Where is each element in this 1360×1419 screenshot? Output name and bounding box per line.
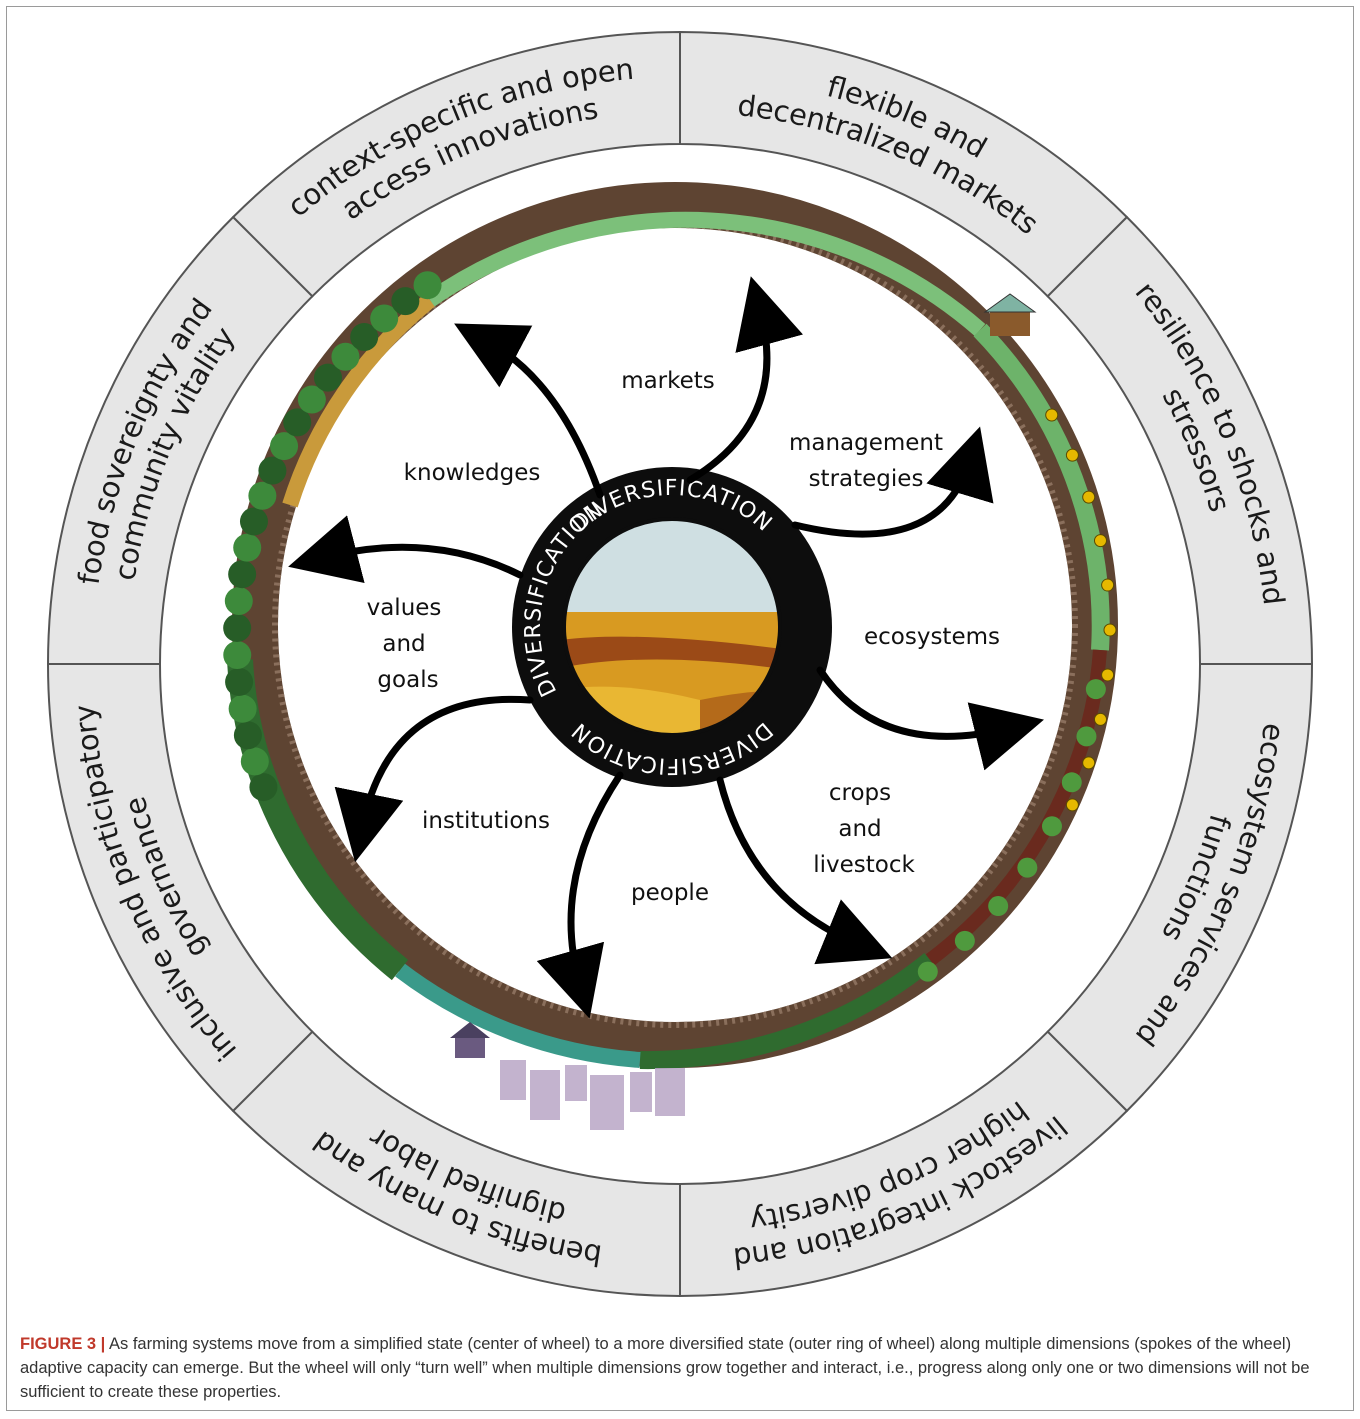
market-stall-icon: [983, 293, 1037, 336]
orchard-tree-icon: [1045, 408, 1059, 422]
spoke-label-ecosystems: ecosystems: [864, 624, 1000, 650]
caption-text: As farming systems move from a simplifie…: [20, 1335, 1310, 1401]
spoke-label-people: people: [631, 880, 709, 906]
spoke-labels: markets knowledges management strategies…: [367, 368, 1000, 906]
spoke-label-values-3: goals: [377, 667, 438, 693]
orchard-tree-icon: [1101, 668, 1115, 682]
segment-sovereignty: [46, 215, 314, 665]
orchard-tree-icon: [1093, 534, 1107, 548]
house-icon: [450, 1022, 490, 1058]
landscape-ring: [223, 182, 1118, 1130]
hedgerow-tree-icon: [1085, 679, 1106, 700]
spoke-label-knowledges: knowledges: [404, 460, 541, 486]
tree-icon: [223, 613, 252, 642]
tree-icon: [224, 587, 253, 616]
hedgerow-tree-icon: [1017, 857, 1038, 878]
tree-icon: [225, 667, 254, 696]
tree-icon: [413, 271, 442, 300]
spoke-label-markets: markets: [621, 368, 715, 394]
spoke-arrow-management: [791, 426, 994, 538]
tree-icon: [283, 408, 312, 437]
spoke-label-values-2: and: [382, 631, 425, 657]
grass-band-top: [425, 211, 986, 337]
orchard-tree-icon: [1065, 448, 1079, 462]
spoke-label-management-2: strategies: [809, 466, 924, 492]
figure-frame: [6, 6, 1354, 1411]
orchard-tree-icon: [1103, 623, 1117, 637]
orchard-tree-icon: [1082, 490, 1096, 504]
tree-icon: [249, 773, 278, 802]
spoke-arrow-markets: [686, 276, 803, 484]
orchard-tree-icon: [1065, 798, 1079, 812]
spoke-label-institutions: institutions: [422, 808, 550, 834]
tree-icon: [228, 560, 257, 589]
tree-icon: [331, 342, 360, 371]
spoke-arrow-people: [536, 771, 624, 1019]
spoke-label-values-1: values: [367, 595, 442, 621]
spoke-arrow-crops: [716, 776, 893, 965]
spoke-arrow-knowledges: [454, 323, 604, 499]
tree-icon: [228, 694, 257, 723]
tree-icon: [313, 363, 342, 392]
tree-icon: [391, 287, 420, 316]
hedgerow-tree-icon: [917, 961, 938, 982]
orchard-tree-icon: [1082, 756, 1096, 770]
orchard-tree-icon: [1101, 578, 1115, 592]
hedgerow-tree-icon: [954, 930, 975, 951]
orchard-tree-icon: [1093, 712, 1107, 726]
tree-icon: [270, 432, 299, 461]
tree-icon: [248, 481, 277, 510]
tree-icon: [240, 747, 269, 776]
tree-icon: [350, 323, 379, 352]
caption-label: FIGURE 3 |: [20, 1335, 106, 1353]
spoke-arrow-values: [288, 515, 524, 584]
spoke-arrow-institutions: [334, 695, 534, 863]
spoke-arrows: [288, 276, 1044, 1019]
hedgerow-tree-icon: [988, 896, 1009, 917]
pasture-band: [639, 953, 936, 1070]
spoke-label-crops-3: livestock: [813, 852, 915, 878]
tree-icon: [239, 507, 268, 536]
tree-icon: [223, 641, 252, 670]
tree-icon: [233, 721, 262, 750]
spoke-label-crops-2: and: [838, 816, 881, 842]
spoke-arrow-ecosystems: [816, 666, 1044, 771]
hedgerow-tree-icon: [1041, 816, 1062, 837]
hedgerow-tree-icon: [1061, 772, 1082, 793]
tree-icon: [297, 385, 326, 414]
tree-icon: [233, 533, 262, 562]
forest-trees: [223, 271, 1117, 982]
town-buildings-icon: [500, 1060, 685, 1130]
town-band: [395, 963, 641, 1068]
spoke-label-management-1: management: [789, 430, 943, 456]
tree-icon: [258, 456, 287, 485]
orchard-band: [973, 323, 1110, 651]
spoke-label-crops-1: crops: [829, 780, 891, 806]
tree-icon: [370, 304, 399, 333]
dry-field-band: [282, 293, 436, 508]
figure-caption: FIGURE 3 | As farming systems move from …: [20, 1332, 1340, 1404]
hub: DIVERSIFICATION DIVERSIFICATION DIVERSIF…: [499, 467, 832, 787]
hedgerow-tree-icon: [1076, 726, 1097, 747]
